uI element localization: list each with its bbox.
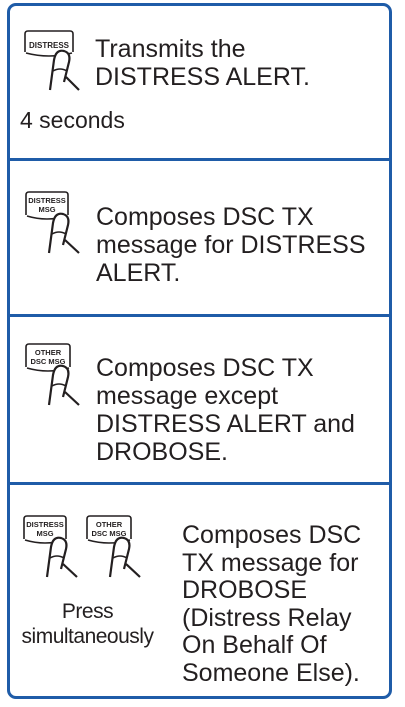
divider xyxy=(10,482,389,485)
distress-msg-key-icon: DISTRESS MSG xyxy=(25,191,85,255)
key-label-line1: OTHER xyxy=(35,348,62,357)
hold-duration-note: 4 seconds xyxy=(20,107,125,133)
other-dsc-msg-key-icon: OTHER DSC MSG xyxy=(86,515,146,579)
key-label-line2: MSG xyxy=(36,529,53,538)
section-distress-msg: DISTRESS MSG Composes DSC TX message for… xyxy=(10,161,389,314)
description: Composes DSC TX message for DISTRESS ALE… xyxy=(96,203,366,287)
key-label-line1: DISTRESS xyxy=(28,196,66,205)
key-label-line1: OTHER xyxy=(96,520,123,529)
key-label-line1: DISTRESS xyxy=(26,520,64,529)
description: Composes DSC TX message for DROBOSE (Dis… xyxy=(182,521,362,687)
description: Composes DSC TX message except DISTRESS … xyxy=(96,354,355,466)
divider xyxy=(10,158,389,161)
divider xyxy=(10,314,389,317)
key-label-line2: MSG xyxy=(38,205,55,214)
section-distress-alert: DISTRESS Transmits the DISTRESS ALERT. 4… xyxy=(10,6,389,158)
section-other-dsc-msg: OTHER DSC MSG Composes DSC TX message ex… xyxy=(10,317,389,482)
key-label-line2: DSC MSG xyxy=(91,529,126,538)
distress-msg-key-icon: DISTRESS MSG xyxy=(23,515,83,579)
description: Transmits the DISTRESS ALERT. xyxy=(95,35,310,91)
function-table: DISTRESS Transmits the DISTRESS ALERT. 4… xyxy=(7,3,392,699)
key-label: DISTRESS xyxy=(29,41,70,50)
key-label-line2: DSC MSG xyxy=(30,357,65,366)
press-simultaneously-note: Press simultaneously xyxy=(21,600,154,648)
section-drobose: DISTRESS MSG OTHER DSC MSG Press simulta… xyxy=(10,485,389,696)
distress-key-icon: DISTRESS xyxy=(24,30,84,94)
other-dsc-msg-key-icon: OTHER DSC MSG xyxy=(25,343,85,407)
